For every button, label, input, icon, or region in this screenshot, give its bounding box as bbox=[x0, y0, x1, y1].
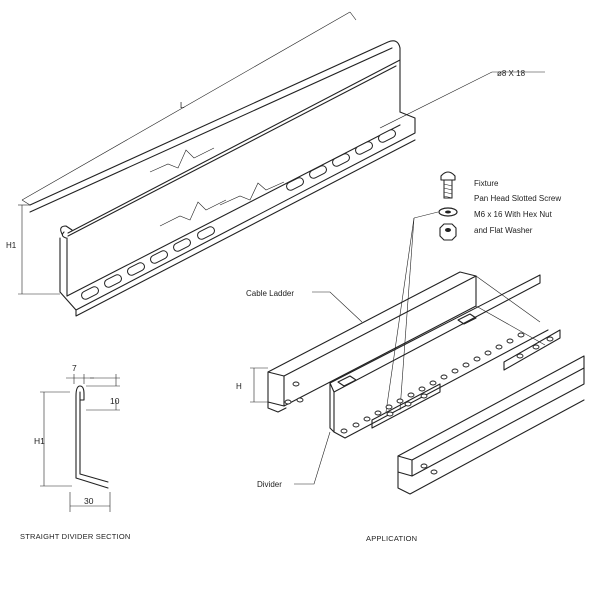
slot-size-label: ø8 X 18 bbox=[497, 69, 526, 78]
cable-ladder-label: Cable Ladder bbox=[246, 289, 294, 298]
fixture-nut: M6 x 16 With Hex Nut bbox=[474, 210, 553, 219]
application-view: H Cable Ladder Divider bbox=[236, 271, 585, 495]
section-top-width: 7 bbox=[72, 363, 77, 373]
caption-section: STRAIGHT DIVIDER SECTION bbox=[20, 532, 131, 541]
length-label: L bbox=[180, 101, 185, 110]
divider-label: Divider bbox=[257, 480, 282, 489]
fixture-screw: Pan Head Slotted Screw bbox=[474, 194, 561, 203]
divider-slots-app bbox=[340, 332, 525, 434]
height-h1-label: H1 bbox=[6, 241, 17, 250]
fixture-title: Fixture bbox=[474, 179, 499, 188]
section-height: H1 bbox=[34, 436, 45, 446]
caption-application: APPLICATION bbox=[366, 534, 417, 543]
divider-isometric-view: L ø8 X 18 H1 bbox=[6, 11, 545, 317]
flange-slots bbox=[81, 129, 396, 300]
fixture-hardware: Fixture Pan Head Slotted Screw M6 x 16 W… bbox=[385, 171, 561, 413]
divider-section-view: 7 10 H1 30 bbox=[34, 363, 120, 512]
height-h-label: H bbox=[236, 382, 242, 391]
fixture-washer: and Flat Washer bbox=[474, 226, 533, 235]
section-hook-depth: 10 bbox=[110, 396, 120, 406]
section-base-width: 30 bbox=[84, 496, 94, 506]
